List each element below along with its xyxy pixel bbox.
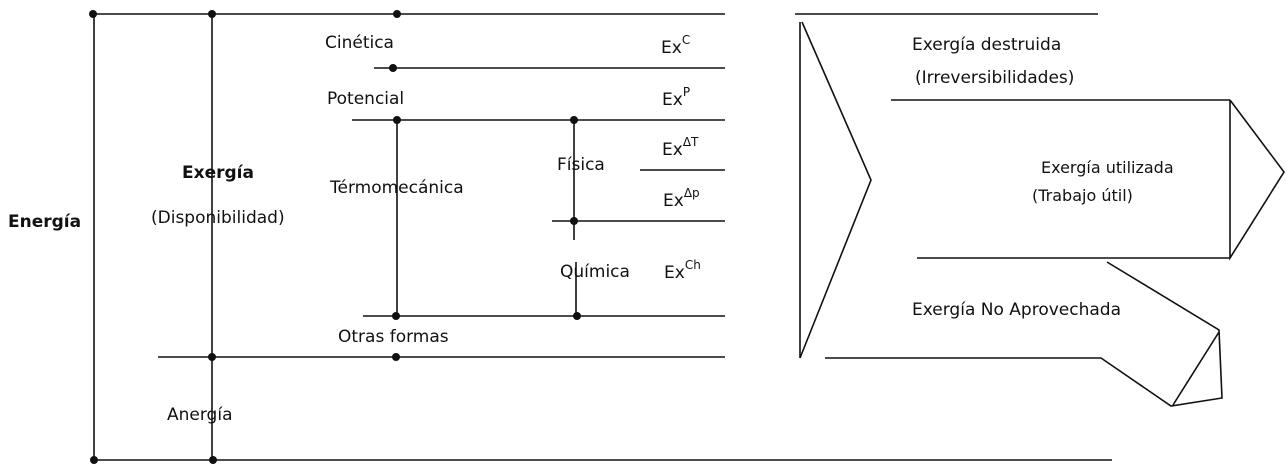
no-aprovechada-head-diag xyxy=(1172,331,1220,406)
node xyxy=(89,10,97,18)
ex-cinetica-symbol: ExC xyxy=(661,33,691,58)
node xyxy=(208,353,216,361)
node xyxy=(208,10,216,18)
disponibilidad-label: (Disponibilidad) xyxy=(151,208,285,228)
flow-input-arrow xyxy=(799,21,872,359)
energia-label: Energía xyxy=(8,212,82,232)
node xyxy=(90,456,98,464)
anergia-label: Anergía xyxy=(167,405,233,425)
node xyxy=(570,217,578,225)
ex-potencial-symbol: ExP xyxy=(662,85,691,110)
node xyxy=(389,64,397,72)
node xyxy=(209,456,217,464)
node xyxy=(392,312,400,320)
utilizada-arrow xyxy=(1229,99,1285,261)
quimica-label: Química xyxy=(560,262,630,282)
trabajo-util-label: (Trabajo útil) xyxy=(1032,186,1133,205)
potencial-label: Potencial xyxy=(327,89,405,109)
fisica-label: Física xyxy=(557,155,605,175)
utilizada-label: Exergía utilizada xyxy=(1041,158,1174,177)
node xyxy=(570,116,578,124)
node xyxy=(392,353,400,361)
destruida-label: Exergía destruida xyxy=(912,35,1062,55)
node xyxy=(573,312,581,320)
ex-deltat-symbol: ExΔT xyxy=(662,135,699,160)
cinetica-label: Cinética xyxy=(325,33,394,53)
node xyxy=(393,10,401,18)
no-aprovechada-arrow-top xyxy=(825,261,1223,407)
no-aprovechada-label: Exergía No Aprovechada xyxy=(912,300,1121,320)
ex-deltap-symbol: ExΔp xyxy=(663,186,700,211)
ex-quimica-symbol: ExCh xyxy=(664,258,701,283)
exergia-label: Exergía xyxy=(182,163,254,183)
irreversibilidades-label: (Irreversibilidades) xyxy=(915,68,1075,88)
node xyxy=(393,116,401,124)
otras-formas-label: Otras formas xyxy=(338,327,449,347)
termomecanica-label: Térmomecánica xyxy=(330,178,464,198)
